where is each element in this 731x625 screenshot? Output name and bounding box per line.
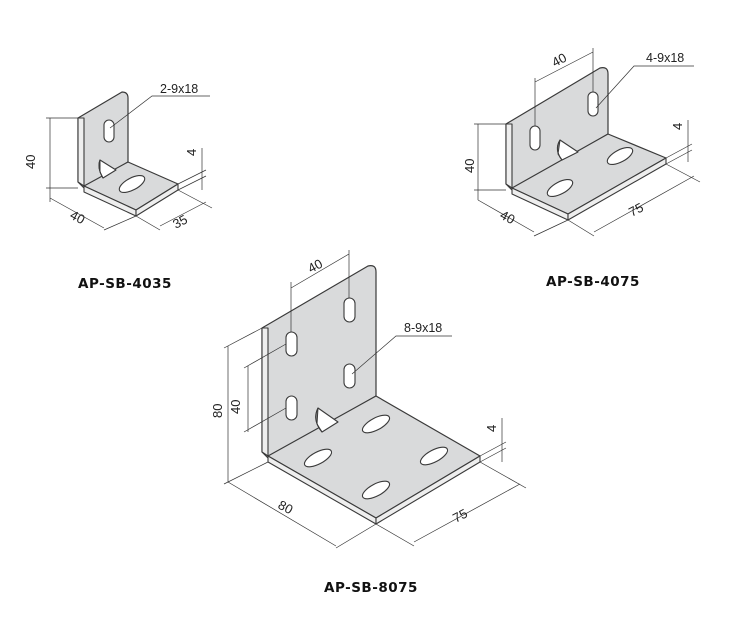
dim-thickness: 4	[670, 123, 685, 130]
dim-height: 80	[210, 404, 225, 418]
slot-hole	[285, 395, 298, 421]
dim-hole-pitch-side: 40	[228, 400, 243, 414]
hole-note: 2-9x18	[160, 82, 198, 96]
dim-height: 40	[23, 155, 38, 169]
dim-thickness: 4	[484, 425, 499, 432]
dim-width: 80	[276, 497, 296, 517]
bracket-ap-sb-8075: 40 40 80 80 75 4 8-9x18	[210, 250, 527, 549]
slot-hole	[361, 480, 391, 500]
stiffener-rib-shade	[98, 159, 104, 179]
slot-hole	[343, 363, 356, 389]
slot-hole	[529, 125, 541, 151]
slot-hole	[303, 448, 333, 468]
dim-width: 40	[498, 207, 518, 227]
slot-hole	[118, 175, 146, 193]
plate-edge	[261, 327, 269, 457]
stiffener-rib-shade	[556, 139, 563, 161]
slot-hole	[285, 331, 298, 357]
slot-hole	[419, 446, 449, 466]
dim-height: 40	[462, 159, 477, 173]
plate-edge	[505, 123, 513, 189]
bracket-ap-sb-4035: 40 40 35 4 2-9x18	[23, 82, 213, 232]
hole-note: 4-9x18	[646, 51, 684, 65]
stiffener-rib-shade	[315, 407, 323, 433]
slot-hole	[587, 91, 599, 117]
dim-hole-pitch-top: 40	[305, 256, 325, 276]
dim-depth: 75	[626, 200, 646, 220]
dim-width: 40	[68, 207, 88, 227]
dim-depth: 35	[170, 212, 190, 232]
slot-hole	[343, 297, 356, 323]
dim-depth: 75	[450, 506, 470, 526]
slot-hole	[103, 119, 115, 143]
model-label: AP-SB-8075	[324, 580, 418, 596]
slot-hole	[546, 179, 574, 197]
model-label: AP-SB-4035	[78, 276, 172, 292]
dim-hole-pitch: 40	[549, 50, 569, 70]
plate-edge	[77, 117, 85, 187]
slot-hole	[361, 414, 391, 434]
model-label: AP-SB-4075	[546, 274, 640, 290]
slot-hole	[606, 147, 634, 165]
hole-note: 8-9x18	[404, 321, 442, 335]
bracket-ap-sb-4075: 40 40 40 75 4 4-9x18	[462, 48, 701, 237]
dim-thickness: 4	[184, 149, 199, 156]
